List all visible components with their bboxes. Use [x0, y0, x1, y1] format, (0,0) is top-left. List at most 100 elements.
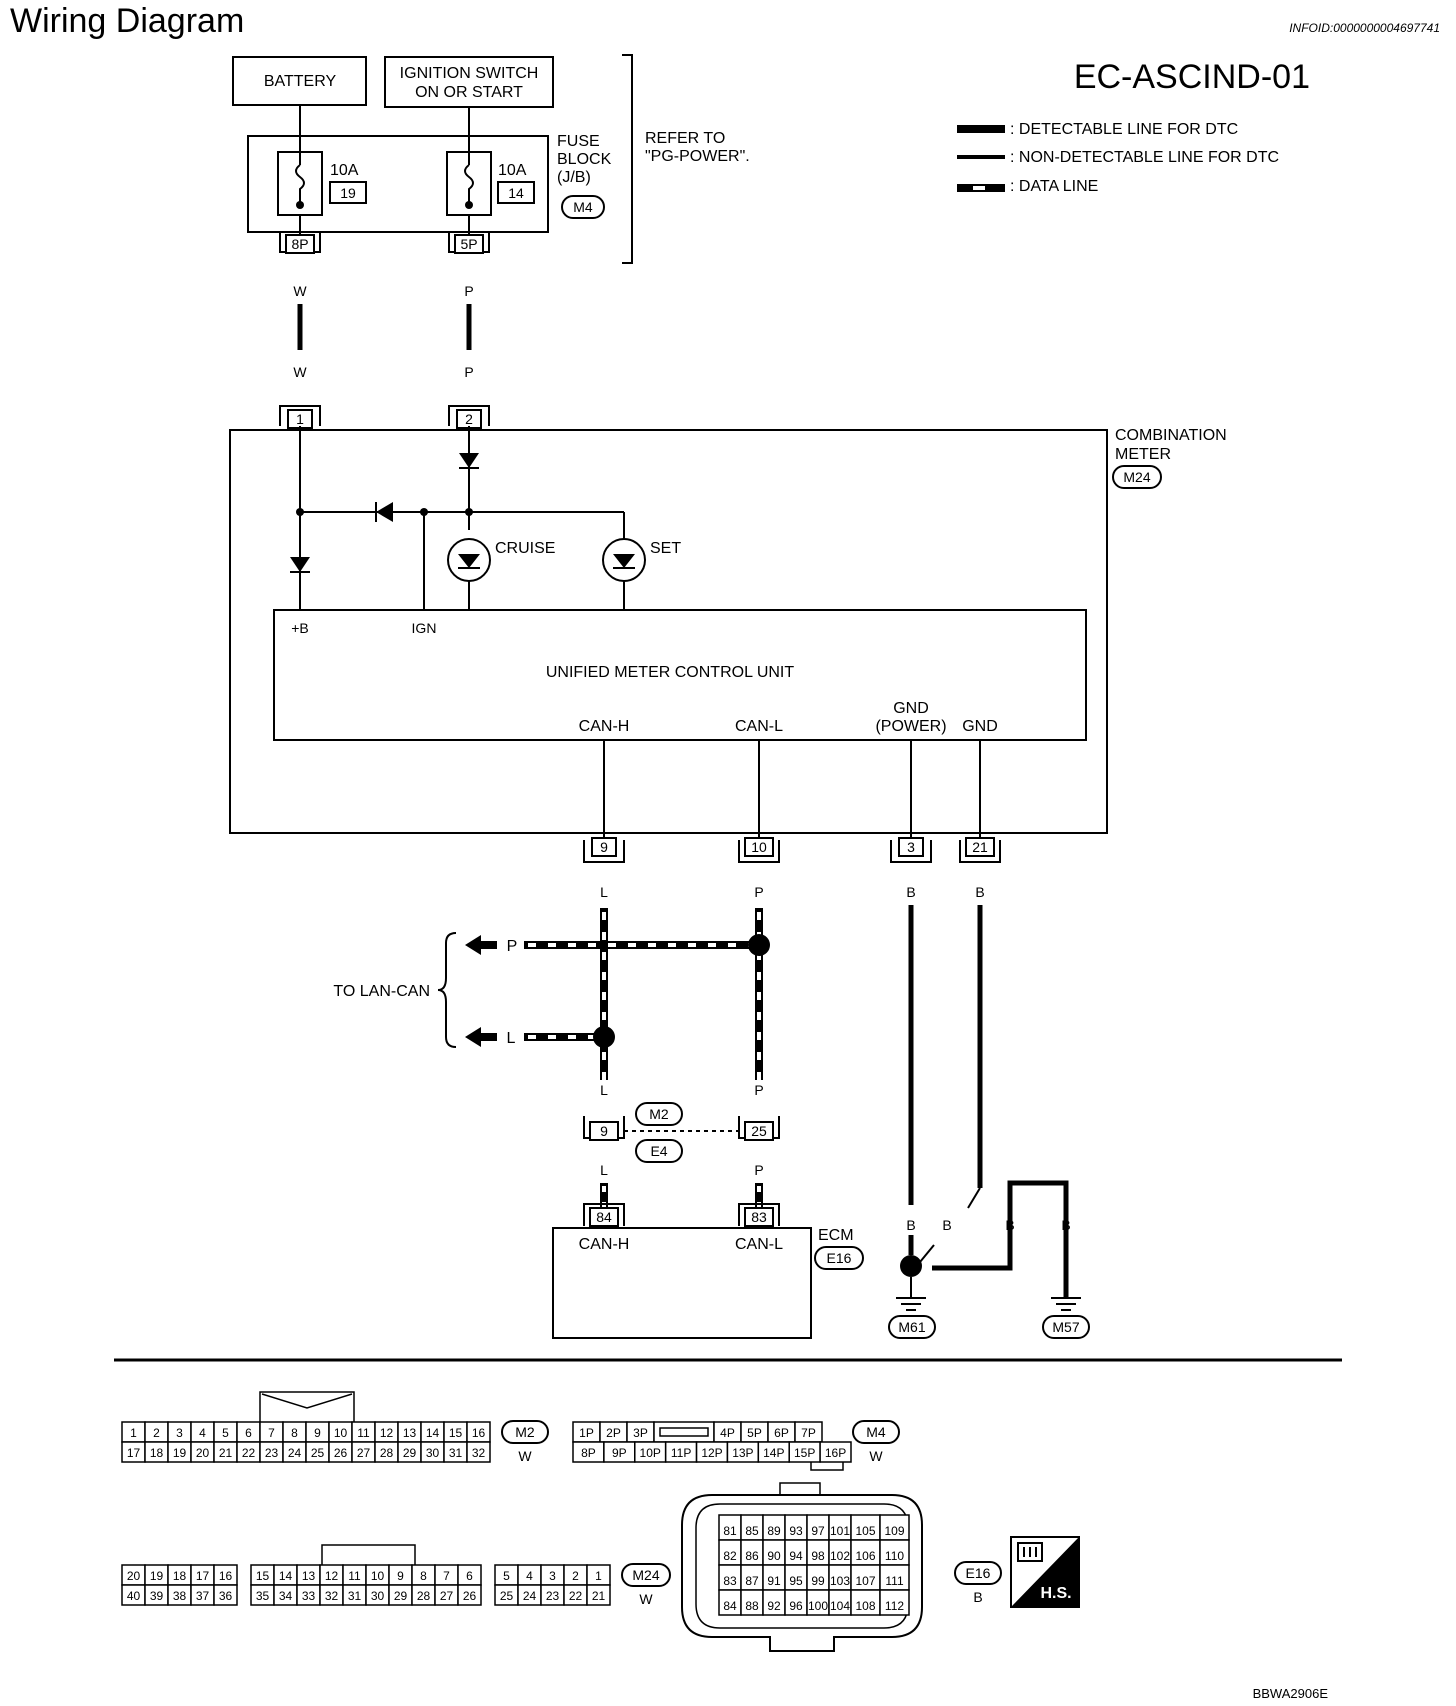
page-title: Wiring Diagram — [10, 2, 244, 40]
m24-pin-14-label: 14 — [279, 1569, 293, 1583]
svg-text:L: L — [507, 1030, 516, 1047]
battery-label: BATTERY — [264, 73, 337, 90]
ignition-switch-box — [384, 56, 554, 108]
m24-pin-10-label: 10 — [371, 1569, 385, 1583]
m2-pin-3-label: 3 — [176, 1426, 183, 1440]
refer-label-2: "PG-POWER". — [645, 148, 750, 165]
m24-pin-15-label: 15 — [256, 1569, 270, 1583]
m24-pin-29-label: 29 — [394, 1589, 408, 1603]
e16-pin-109-label: 109 — [884, 1524, 904, 1538]
ecm-pin-83: 83 — [738, 1203, 780, 1227]
m24-pin-27-label: 27 — [440, 1589, 454, 1603]
legend-label-data: : DATA LINE — [1010, 178, 1098, 195]
svg-text:M61: M61 — [898, 1319, 925, 1335]
e16-pin-101-label: 101 — [830, 1524, 850, 1538]
lan-l-arrow — [465, 1027, 497, 1047]
legend-label-nondetectable: : NON-DETECTABLE LINE FOR DTC — [1010, 149, 1279, 166]
m24-pin-40-label: 40 — [127, 1589, 141, 1603]
svg-text:L: L — [600, 1082, 608, 1098]
e16-pin-89-label: 89 — [767, 1524, 781, 1538]
m2-color: W — [518, 1448, 532, 1464]
m24-pin-6-label: 6 — [466, 1569, 473, 1583]
gnd-power-label-2: (POWER) — [875, 718, 946, 735]
e16-pin-86-label: 86 — [745, 1549, 759, 1563]
m2-pin-32 — [466, 1441, 491, 1463]
e16-pin-108-label: 108 — [855, 1599, 875, 1613]
m2-pin-5-label: 5 — [222, 1426, 229, 1440]
lan-label: TO LAN-CAN — [333, 983, 430, 1000]
fuse-block-label-2: BLOCK — [557, 151, 612, 168]
e16-pin-98-label: 98 — [811, 1549, 825, 1563]
legend-label-detectable: : DETECTABLE LINE FOR DTC — [1010, 121, 1238, 138]
gnd-power-label-1: GND — [893, 700, 929, 717]
fuse-block-conn: M4 — [573, 199, 593, 215]
can-h-label: CAN-H — [579, 718, 630, 735]
m24-pin-18-label: 18 — [173, 1569, 187, 1583]
svg-text:9: 9 — [600, 1123, 608, 1139]
e16-pin-104-label: 104 — [830, 1599, 850, 1613]
m2-pin-18-label: 18 — [150, 1446, 164, 1460]
m4-pin-7P-label: 7P — [801, 1426, 816, 1440]
e16-pin-95-label: 95 — [789, 1574, 803, 1588]
can-l-label: CAN-L — [735, 718, 783, 735]
m2-id: M2 — [515, 1424, 535, 1440]
e16-pin-85-label: 85 — [745, 1524, 759, 1538]
m2-pin-4-label: 4 — [199, 1426, 206, 1440]
fuse-block-label-3: (J/B) — [557, 169, 591, 186]
unit-label: UNIFIED METER CONTROL UNIT — [546, 664, 795, 681]
m24-pin-21 — [586, 1584, 611, 1606]
m24-pin-13-label: 13 — [302, 1569, 316, 1583]
svg-text:10A: 10A — [330, 162, 359, 179]
diode-plus-b — [290, 557, 310, 572]
splice-can-l — [748, 934, 770, 956]
e16-pin-97-label: 97 — [811, 1524, 825, 1538]
m4-pin-1P-label: 1P — [579, 1426, 594, 1440]
svg-text:P: P — [464, 364, 473, 380]
diode-ign-input — [459, 453, 479, 468]
m24-pin-39-label: 39 — [150, 1589, 164, 1603]
legend-swatch-nondetectable — [957, 155, 1005, 159]
m2-pin-7-label: 7 — [268, 1426, 275, 1440]
m2-pin-22-label: 22 — [242, 1446, 256, 1460]
m4-pin-3P-label: 3P — [633, 1426, 648, 1440]
m24-pin-22-label: 22 — [569, 1589, 583, 1603]
m24-pin-26-label: 26 — [463, 1589, 477, 1603]
m2-pin-28-label: 28 — [380, 1446, 394, 1460]
harness-side-icon: H.S. — [1010, 1536, 1080, 1608]
m4-pin-13P-label: 13P — [732, 1446, 753, 1460]
m4-pin-9P-label: 9P — [612, 1446, 627, 1460]
ignition-label-1: IGNITION SWITCH — [400, 65, 539, 82]
meter-out-pin-21: 21 — [959, 837, 1001, 863]
m2-pin-16-label: 16 — [472, 1426, 486, 1440]
e16-id: E16 — [966, 1565, 991, 1581]
svg-text:P: P — [464, 283, 473, 299]
m24-pin-24-label: 24 — [523, 1589, 537, 1603]
svg-text:84: 84 — [596, 1209, 612, 1225]
e16-pin-102-label: 102 — [830, 1549, 850, 1563]
m24-pin-37-label: 37 — [196, 1589, 210, 1603]
m4-pin-8P-label: 8P — [581, 1446, 596, 1460]
svg-text:8P: 8P — [291, 236, 308, 252]
m24-pin-36-label: 36 — [219, 1589, 233, 1603]
m4-pin-16P-label: 16P — [825, 1446, 846, 1460]
m24-pin-1-label: 1 — [595, 1569, 602, 1583]
m2-pin-19-label: 19 — [173, 1446, 187, 1460]
m24-pin-32-label: 32 — [325, 1589, 339, 1603]
unified-meter-control-unit — [273, 609, 1087, 741]
e16-pin-110-label: 110 — [885, 1549, 904, 1563]
m24-id: M24 — [632, 1567, 659, 1583]
e16-pin-82-label: 82 — [723, 1549, 737, 1563]
e16-pin-83-label: 83 — [723, 1574, 737, 1588]
m24-color: W — [639, 1591, 653, 1607]
svg-text:21: 21 — [972, 839, 988, 855]
fuse-block-conn-badge — [561, 195, 605, 219]
m24-pin-26 — [457, 1584, 482, 1606]
m24-pin-31-label: 31 — [348, 1589, 362, 1603]
m4-pin-11P-label: 11P — [671, 1446, 691, 1460]
svg-text:83: 83 — [751, 1209, 767, 1225]
meter-label-2: METER — [1115, 446, 1171, 463]
m24-pin-33-label: 33 — [302, 1589, 316, 1603]
meter-label-1: COMBINATION — [1115, 427, 1227, 444]
